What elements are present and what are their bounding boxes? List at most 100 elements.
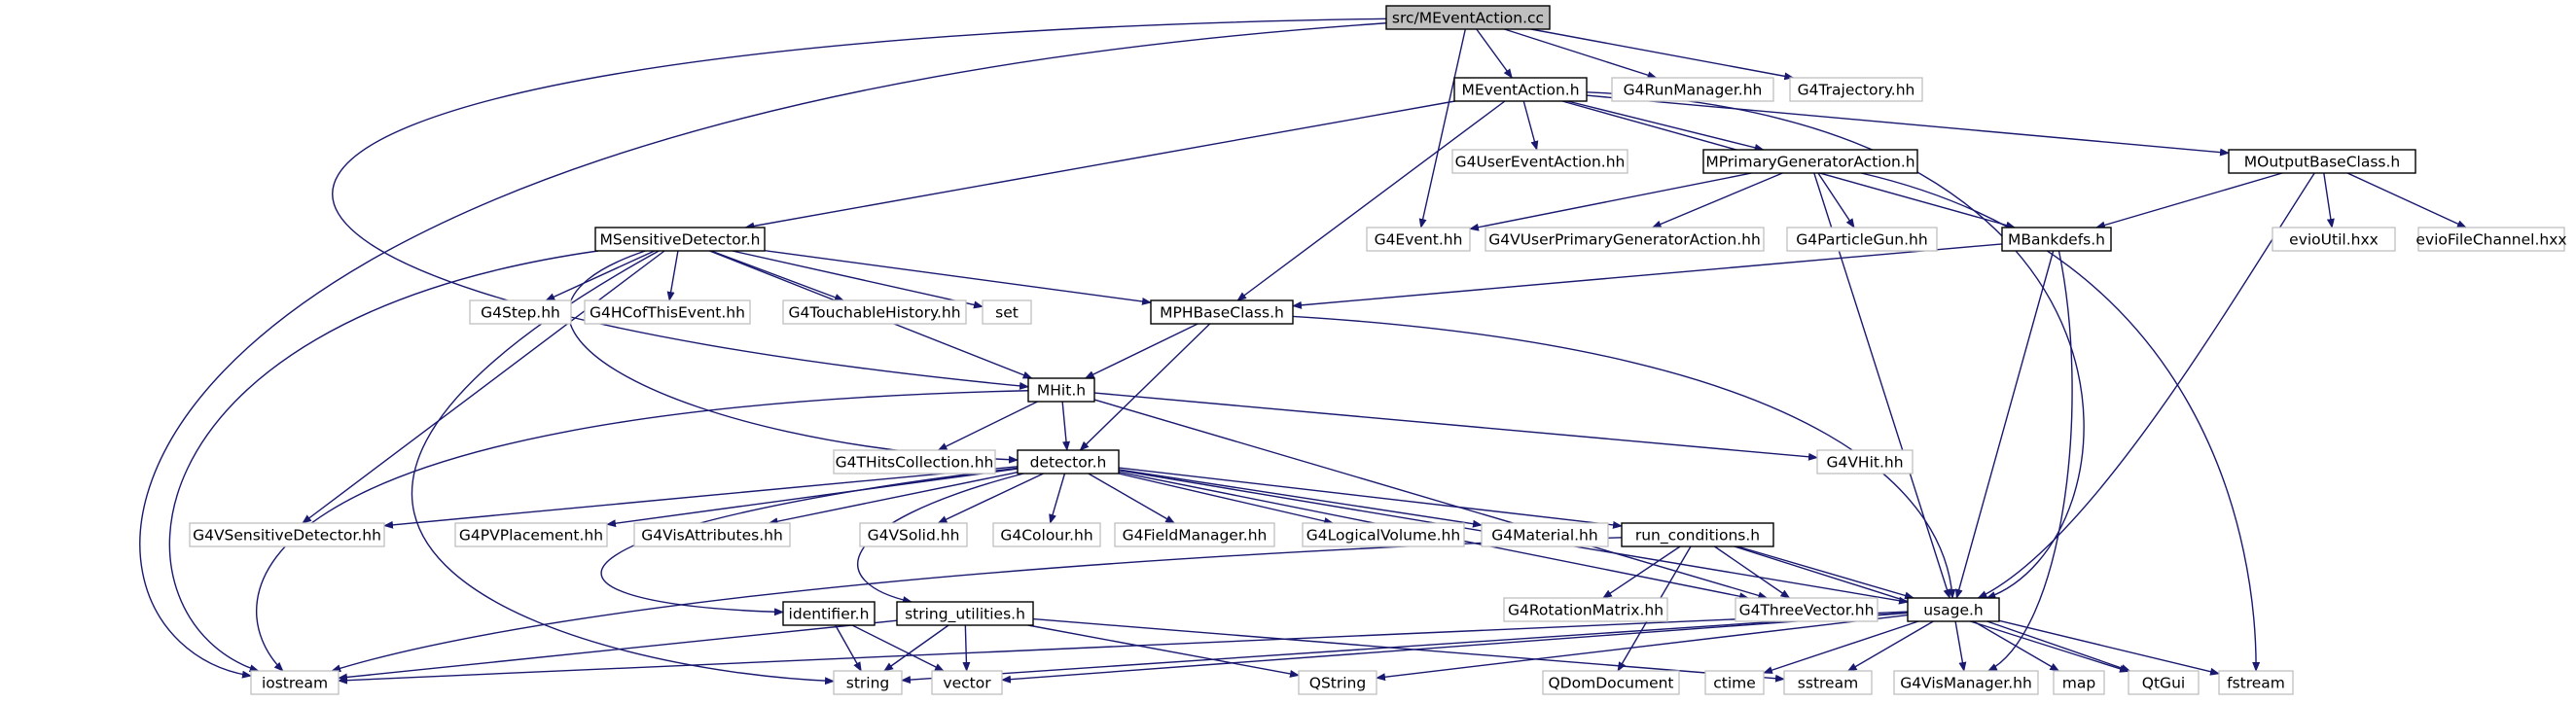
node-label: evioUtil.hxx	[2289, 231, 2379, 249]
node-label: ctime	[1713, 675, 1756, 692]
node-label: G4RunManager.hh	[1624, 82, 1763, 99]
node-box	[1786, 227, 1938, 252]
node-g4rotationmatrix: G4RotationMatrix.hh	[1503, 597, 1668, 622]
node-box	[1027, 377, 1095, 403]
node-g4usereventaction: G4UserEventAction.hh	[1451, 149, 1628, 174]
edge-usage-to-fstream	[1998, 619, 2220, 676]
node-g4vsensitive: G4VSensitiveDetector.hh	[189, 522, 385, 547]
node-detector[interactable]: detector.h	[1017, 449, 1120, 475]
edge-mphbase-to-detector	[1079, 323, 1211, 451]
node-mhit[interactable]: MHit.h	[1027, 377, 1095, 403]
node-box	[1789, 77, 1923, 102]
node-box	[189, 522, 385, 547]
node-mbankdefs[interactable]: MBankdefs.h	[2001, 227, 2112, 252]
node-box	[2272, 227, 2396, 252]
node-box	[1621, 522, 1774, 547]
node-label: G4VisAttributes.hh	[641, 527, 783, 545]
edge-usage-to-map	[1973, 620, 2060, 672]
edge-mhit-to-detector	[1061, 401, 1070, 451]
edge-moutputbase-to-mbankdefs	[2094, 172, 2283, 229]
node-stringutil[interactable]: string_utilities.h	[896, 601, 1034, 626]
node-label: string	[846, 675, 890, 692]
node-box	[2218, 670, 2294, 695]
node-g4colour: G4Colour.hh	[992, 522, 1101, 547]
node-label: G4VHit.hh	[1826, 454, 1903, 472]
node-g4visattributes: G4VisAttributes.hh	[633, 522, 791, 547]
node-box	[896, 601, 1034, 626]
node-set: set	[982, 299, 1032, 325]
node-label: MOutputBaseClass.h	[2244, 154, 2401, 171]
edge-msensitive-to-detector	[567, 250, 1019, 464]
edge-mprimarygen-to-g4vuserprimary	[1651, 172, 1783, 228]
edge-usage-to-vector	[1001, 612, 1909, 684]
node-label: G4LogicalVolume.hh	[1306, 527, 1460, 545]
edge-msensitive-to-iostream	[168, 250, 598, 673]
node-msensitive[interactable]: MSensitiveDetector.h	[594, 227, 766, 252]
node-g4vismanager: G4VisManager.hh	[1893, 670, 2039, 695]
node-label: G4PVPlacement.hh	[459, 527, 603, 545]
node-meventaction-h[interactable]: MEventAction.h	[1453, 77, 1588, 102]
node-box	[2228, 149, 2416, 174]
node-vector: vector	[931, 670, 1003, 695]
node-label: MSensitiveDetector.h	[600, 231, 761, 249]
node-label: sstream	[1798, 675, 1858, 692]
node-g4touchable: G4TouchableHistory.hh	[782, 299, 967, 325]
node-label: identifier.h	[789, 606, 870, 623]
node-box	[782, 601, 876, 626]
node-mphbase[interactable]: MPHBaseClass.h	[1150, 299, 1294, 325]
node-root[interactable]: src/MEventAction.cc	[1385, 5, 1551, 30]
edge-mhit-to-iostream	[256, 390, 1029, 672]
edge-meventaction_h-to-msensitive	[744, 100, 1455, 230]
node-label: MEventAction.h	[1461, 82, 1579, 99]
edge-meventaction_h-to-mprimarygen	[1567, 100, 1765, 152]
edge-runconditions-to-g4rotationmatrix	[1602, 545, 1681, 599]
edge-usage-to-string	[901, 612, 1909, 685]
node-box	[469, 299, 572, 325]
node-box	[1503, 597, 1668, 622]
node-moutputbase[interactable]: MOutputBaseClass.h	[2228, 149, 2416, 174]
node-box	[1542, 670, 1680, 695]
node-mprimarygen[interactable]: MPrimaryGeneratorAction.h	[1702, 149, 1918, 174]
node-label: QDomDocument	[1548, 675, 1673, 692]
node-identifier[interactable]: identifier.h	[782, 601, 876, 626]
node-label: MPrimaryGeneratorAction.h	[1705, 154, 1914, 171]
node-label: G4Material.hh	[1491, 527, 1597, 545]
node-g4vuserprimary: G4VUserPrimaryGeneratorAction.hh	[1485, 227, 1765, 252]
node-label: G4RotationMatrix.hh	[1508, 602, 1664, 619]
node-g4fieldmanager: G4FieldManager.hh	[1114, 522, 1275, 547]
node-label: G4ParticleGun.hh	[1796, 231, 1927, 249]
edge-runconditions-to-g4threevector	[1714, 545, 1791, 599]
node-box	[250, 670, 340, 695]
node-label: MBankdefs.h	[2008, 231, 2105, 249]
node-label: evioFileChannel.hxx	[2415, 231, 2566, 249]
node-label: src/MEventAction.cc	[1392, 10, 1544, 27]
edge-runconditions-to-usage	[1736, 545, 1914, 600]
node-box	[982, 299, 1032, 325]
node-label: run_conditions.h	[1635, 527, 1760, 545]
node-label: fstream	[2227, 675, 2285, 692]
edge-stringutil-to-iostream	[338, 619, 898, 682]
node-box	[1453, 77, 1588, 102]
edge-root-to-g4event	[1418, 28, 1467, 228]
node-box	[2053, 670, 2105, 695]
node-label: detector.h	[1030, 454, 1107, 472]
node-box	[833, 670, 903, 695]
edge-stringutil-to-qstring	[1027, 624, 1300, 678]
edge-msensitive-to-mphbase	[764, 250, 1152, 305]
node-runconditions[interactable]: run_conditions.h	[1621, 522, 1774, 547]
node-g4threevector: G4ThreeVector.hh	[1735, 597, 1878, 622]
edge-detector-to-identifier	[600, 467, 1019, 616]
node-g4hcofthisevent: G4HCofThisEvent.hh	[584, 299, 751, 325]
node-box	[1150, 299, 1294, 325]
edge-meventaction_h-to-usage	[1586, 91, 2085, 599]
edge-identifier-to-vector	[851, 624, 945, 672]
edge-detector-to-g4visattributes	[768, 471, 1019, 526]
node-box	[833, 449, 996, 475]
node-box	[1611, 77, 1774, 102]
node-evioutil: evioUtil.hxx	[2272, 227, 2396, 252]
node-box	[2417, 227, 2565, 252]
node-box	[1114, 522, 1275, 547]
node-label: G4ThreeVector.hh	[1739, 602, 1875, 619]
node-usage[interactable]: usage.h	[1907, 597, 2000, 622]
